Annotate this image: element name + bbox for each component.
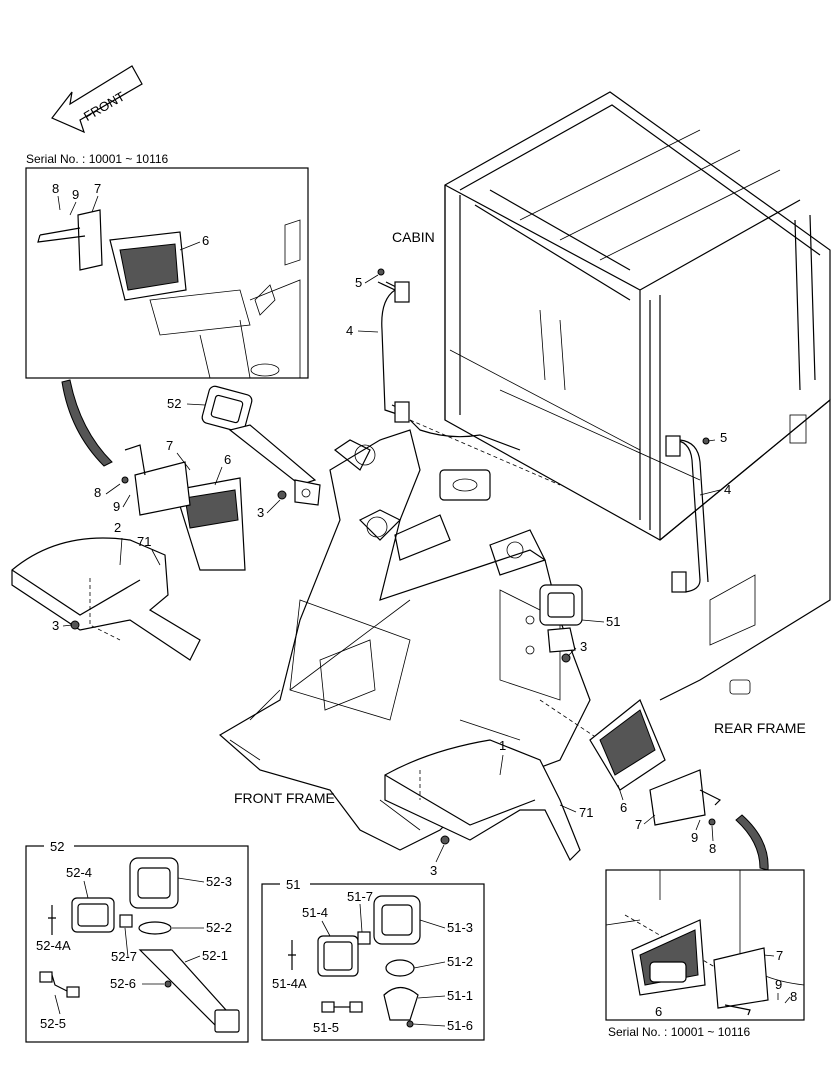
label-71a: 71 xyxy=(137,534,151,549)
kit51-label-51-5: 51-5 xyxy=(313,1020,339,1035)
fender-right xyxy=(384,739,581,862)
kit52-label-52-1: 52-1 xyxy=(202,948,228,963)
lamp-51-assembly xyxy=(539,584,583,653)
inset-bottom: 7 9 8 6 xyxy=(605,869,805,1021)
label-5b: 5 xyxy=(720,430,727,445)
front-frame-label: FRONT FRAME xyxy=(234,790,335,806)
label-6b: 6 xyxy=(620,800,627,815)
label-4b: 4 xyxy=(724,482,731,497)
mudguard-bracket-left xyxy=(124,444,246,571)
inset-top-label-6: 6 xyxy=(202,233,209,248)
serial-bottom-caption: Serial No. : 10001 ~ 10116 xyxy=(608,1025,751,1039)
label-7b: 7 xyxy=(635,817,642,832)
kit51-label-51-7: 51-7 xyxy=(347,889,373,904)
kit52-label-52-7: 52-7 xyxy=(111,949,137,964)
label-7: 7 xyxy=(166,438,173,453)
kit52-label-52-3: 52-3 xyxy=(206,874,232,889)
inset-bottom-label-7: 7 xyxy=(776,948,783,963)
label-5a: 5 xyxy=(355,275,362,290)
label-8: 8 xyxy=(94,485,101,500)
kit52-label-52-4: 52-4 xyxy=(66,865,92,880)
label-52: 52 xyxy=(167,396,181,411)
kit52-label-52-6: 52-6 xyxy=(110,976,136,991)
handrail-right xyxy=(665,435,709,593)
label-8b: 8 xyxy=(709,841,716,856)
bolts xyxy=(70,268,716,845)
kit51-label-51-3: 51-3 xyxy=(447,920,473,935)
label-1: 1 xyxy=(499,738,506,753)
main-leaders xyxy=(62,274,721,863)
cabin-structure: CABIN xyxy=(392,91,831,701)
main-labels: 5 4 52 7 6 8 9 3 2 71 3 5 4 51 3 1 71 6 … xyxy=(52,275,731,878)
inset-top: 8 7 9 6 xyxy=(25,167,309,379)
kit52-label-52-4a: 52-4A xyxy=(36,938,71,953)
kit52-label-52-5: 52-5 xyxy=(40,1016,66,1031)
serial-top-caption: Serial No. : 10001 ~ 10116 xyxy=(26,152,169,166)
label-3c: 3 xyxy=(580,639,587,654)
kit52-label-52-2: 52-2 xyxy=(206,920,232,935)
inset-top-label-9: 9 xyxy=(72,187,79,202)
cabin-label: CABIN xyxy=(392,229,435,245)
inset-bottom-label-9: 9 xyxy=(775,977,782,992)
callout-arrow-bottom xyxy=(735,814,769,871)
lamp-52-assembly xyxy=(201,385,321,506)
mudguard-bracket-right xyxy=(589,699,722,826)
fender-left xyxy=(11,537,201,661)
label-2: 2 xyxy=(114,520,121,535)
kit51-label-51-4a: 51-4A xyxy=(272,976,307,991)
handrail-left xyxy=(377,281,410,423)
label-3b: 3 xyxy=(52,618,59,633)
label-9b: 9 xyxy=(691,830,698,845)
label-6: 6 xyxy=(224,452,231,467)
kit-52-box: 52 52-4 52-3 52-4A 52-7 52-2 52-1 52-6 5… xyxy=(25,838,249,1043)
kit51-label-51-4: 51-4 xyxy=(302,905,328,920)
kit51-title: 51 xyxy=(286,877,300,892)
label-9: 9 xyxy=(113,499,120,514)
label-4a: 4 xyxy=(346,323,353,338)
inset-top-label-7: 7 xyxy=(94,181,101,196)
inset-bottom-label-6: 6 xyxy=(655,1004,662,1019)
kit-51-box: 51 51-7 51-4 51-3 51-2 51-4A 51-1 51-5 5… xyxy=(261,876,485,1041)
label-71b: 71 xyxy=(579,805,593,820)
kit51-label-51-1: 51-1 xyxy=(447,988,473,1003)
rear-frame-label: REAR FRAME xyxy=(714,720,806,736)
kit51-label-51-2: 51-2 xyxy=(447,954,473,969)
inset-bottom-label-8: 8 xyxy=(790,989,797,1004)
label-3a: 3 xyxy=(257,505,264,520)
label-51: 51 xyxy=(606,614,620,629)
kit52-title: 52 xyxy=(50,839,64,854)
callout-arrow-top xyxy=(61,379,113,467)
front-frame: FRONT FRAME REAR FRAME xyxy=(218,419,806,851)
front-direction-arrow: FRONT xyxy=(51,65,143,134)
kit51-label-51-6: 51-6 xyxy=(447,1018,473,1033)
inset-top-label-8: 8 xyxy=(52,181,59,196)
label-3d: 3 xyxy=(430,863,437,878)
